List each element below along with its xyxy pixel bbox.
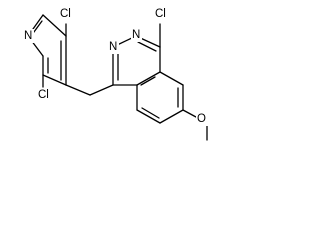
bond-bz-c5-c4a xyxy=(159,71,184,86)
pyridine-nitrogen-label: N xyxy=(24,30,32,42)
bond-c4-ch2 xyxy=(65,84,91,96)
pyridine-ring xyxy=(27,14,67,88)
bond-ch2-c1 xyxy=(89,84,114,96)
pyridine-chlorine-top-label: Cl xyxy=(60,8,71,20)
bond-phz-n3-c4-inner xyxy=(137,41,157,52)
methylene-bridge xyxy=(65,84,114,96)
phthalazine-n2-label: N xyxy=(109,41,117,53)
bond-pyr-c5-c4 xyxy=(42,74,67,86)
methoxy-oxygen-label: O xyxy=(197,113,206,125)
bond-bz-c8-c7 xyxy=(136,109,161,124)
bond-phz-c4a-c8a-inner xyxy=(140,76,156,86)
bond-bz-c7-c6 xyxy=(159,109,184,124)
atom-labels: N Cl Cl N N Cl O xyxy=(23,7,209,126)
benzo-ring xyxy=(136,71,208,141)
chemical-structure-diagram: N Cl Cl N N Cl O xyxy=(23,7,209,141)
bond-bz-c8-c7-inner xyxy=(141,107,160,119)
bond-phz-c4a-c8a xyxy=(136,71,161,86)
phthalazine-n3-label: N xyxy=(132,29,140,41)
pyridine-chlorine-bottom-label: Cl xyxy=(38,89,49,101)
bond-pyr-c3-c2 xyxy=(42,14,67,37)
bond-bz-c6-o xyxy=(182,109,197,118)
phthalazine-chlorine-label: Cl xyxy=(155,8,166,20)
